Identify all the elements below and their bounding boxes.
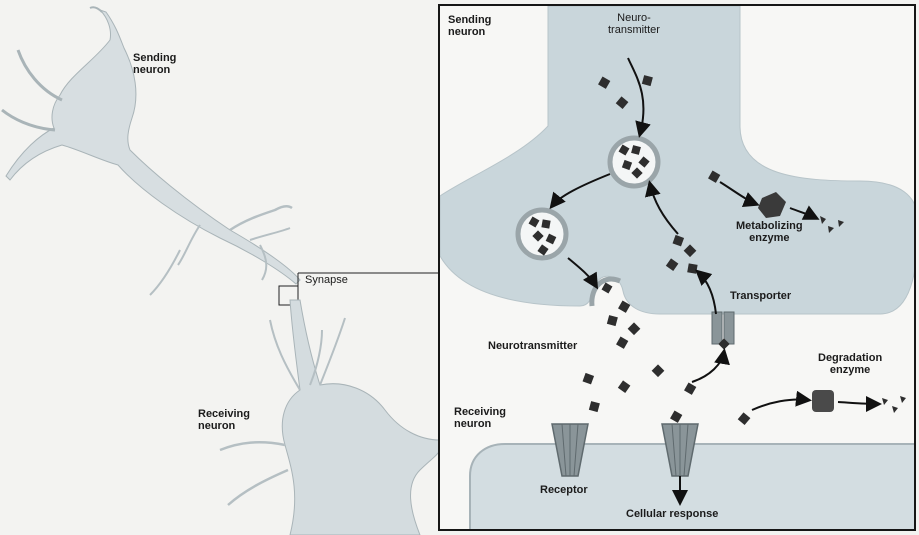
dendrite xyxy=(18,50,62,100)
vesicle xyxy=(610,138,658,186)
vesicle xyxy=(518,210,566,258)
receptor-label: Receptor xyxy=(540,484,588,496)
receiving-neuron-soma xyxy=(282,300,440,535)
neurotransmitter-molecule xyxy=(616,337,628,349)
neurotransmitter-label: Neurotransmitter xyxy=(488,340,577,352)
arrow-to-degradation xyxy=(752,399,808,410)
degradation-enzyme xyxy=(812,390,834,412)
neurotransmitter-top-label: Neuro- transmitter xyxy=(608,12,660,36)
left-sending-neuron-label: Sending neuron xyxy=(133,52,176,76)
neurotransmitter-molecule xyxy=(589,401,600,412)
axon-branch xyxy=(230,206,292,230)
neurotransmitter-molecule xyxy=(738,412,751,425)
dendrite xyxy=(228,470,288,505)
axon-branch xyxy=(250,228,290,240)
synapse-detail-panel: Sending neuron Neuro- transmitter Metabo… xyxy=(438,4,916,531)
dendrite xyxy=(320,318,345,385)
sending-terminal xyxy=(440,6,916,314)
arrow-degraded xyxy=(838,402,878,404)
transporter xyxy=(712,312,734,350)
metabolizing-enzyme-label: Metabolizing enzyme xyxy=(736,220,803,244)
dendrite xyxy=(220,442,285,450)
neurotransmitter-molecule xyxy=(684,383,696,395)
cellular-response-label: Cellular response xyxy=(626,508,718,520)
neurotransmitter-molecule xyxy=(618,380,631,393)
degraded-fragment xyxy=(882,398,888,405)
neurotransmitter-molecule xyxy=(628,322,641,335)
left-receiving-neuron-label: Receiving neuron xyxy=(198,408,250,432)
axon-branch xyxy=(150,250,180,295)
dendrite xyxy=(90,7,102,12)
neurotransmitter-molecule xyxy=(583,373,595,385)
degraded-fragment xyxy=(892,406,898,413)
transporter-label: Transporter xyxy=(730,290,791,302)
dendrite xyxy=(2,110,55,130)
synapse-label: Synapse xyxy=(305,274,348,286)
neuron-overview xyxy=(0,0,440,535)
degraded-fragment xyxy=(900,396,906,403)
neurotransmitter-molecule xyxy=(652,364,665,377)
degradation-enzyme-label: Degradation enzyme xyxy=(818,352,882,376)
axon-branch xyxy=(178,225,200,265)
neurotransmitter-molecule xyxy=(607,315,618,326)
panel-receiving-neuron-label: Receiving neuron xyxy=(454,406,506,430)
arrow-reuptake xyxy=(692,352,724,382)
neurotransmitter-molecule xyxy=(602,283,613,294)
panel-sending-neuron-label: Sending neuron xyxy=(448,14,491,38)
neurotransmitter-molecule xyxy=(687,263,697,273)
